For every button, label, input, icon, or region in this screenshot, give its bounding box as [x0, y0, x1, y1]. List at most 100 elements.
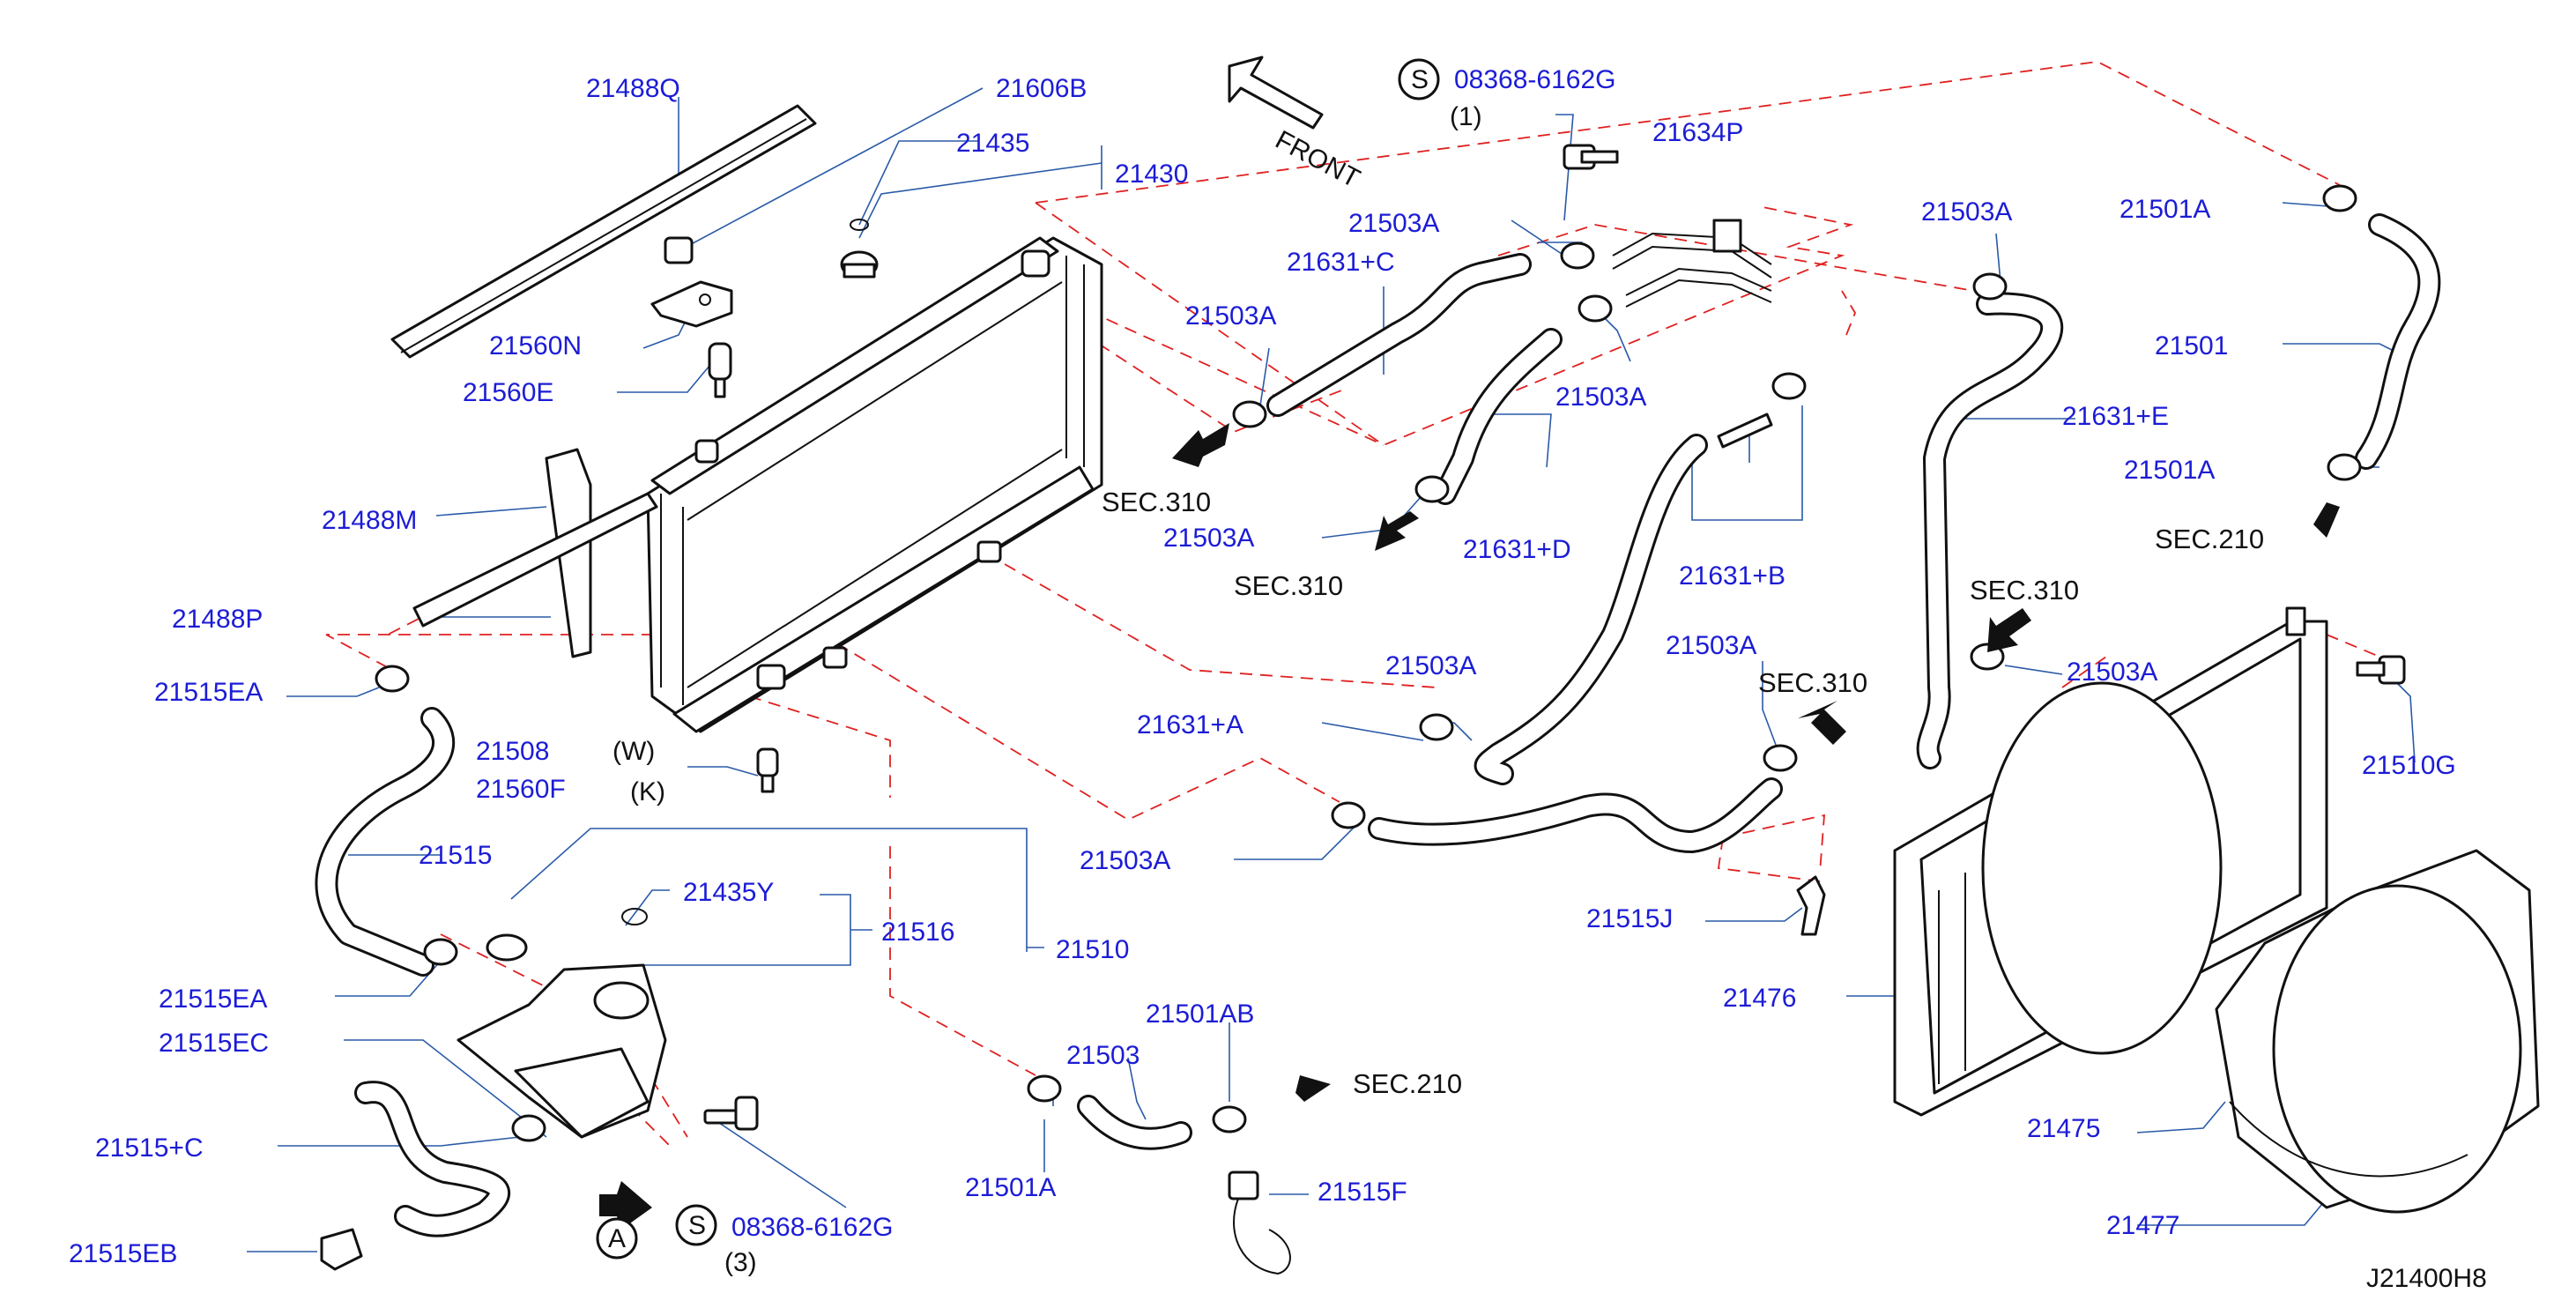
hose-21631C	[1266, 253, 1532, 417]
bracket-21560N	[650, 236, 733, 328]
label-21503A-9: 21503A	[1080, 846, 1170, 875]
label-21503A-6: 21503A	[2067, 658, 2157, 687]
qty-top: (1)	[1450, 102, 1482, 131]
seal-strip-21488Q	[390, 104, 817, 359]
clip-21515EB	[320, 1228, 363, 1271]
label-21503: 21503	[1066, 1041, 1140, 1070]
hose-21501	[2355, 213, 2441, 470]
label-21634P: 21634P	[1652, 118, 1743, 147]
qty-k: (K)	[630, 777, 665, 806]
label-21430: 21430	[1115, 160, 1188, 189]
label-21515EA-top: 21515EA	[154, 678, 263, 707]
label-21515EA-bottom: 21515EA	[159, 985, 267, 1014]
label-21560F: 21560F	[476, 775, 566, 804]
label-21515J: 21515J	[1586, 904, 1673, 933]
label-21606B: 21606B	[996, 74, 1087, 103]
front-label: FRONT	[1271, 125, 1365, 194]
label-21503A-5: 21503A	[1921, 197, 2012, 227]
hose-21631D	[1434, 328, 1563, 505]
clip-21515F	[1228, 1171, 1291, 1275]
leader-lines	[247, 87, 2416, 1252]
label-21515EB: 21515EB	[69, 1239, 177, 1268]
label-21488Q: 21488Q	[586, 74, 680, 103]
mount-rubber-21560E	[708, 342, 732, 398]
label-21631B: 21631+B	[1679, 561, 1785, 591]
label-21515: 21515	[419, 841, 492, 870]
screw-symbol-top-text: S	[1411, 65, 1429, 94]
sec210-label-a: SEC.210	[2155, 524, 2264, 554]
radiator-cap-21430	[840, 219, 879, 279]
sec310-label-d: SEC.310	[1758, 667, 1867, 698]
label-21501AB: 21501AB	[1146, 1000, 1254, 1029]
label-21503A-4: 21503A	[1163, 524, 1254, 553]
hose-21515	[315, 707, 456, 977]
label-21631E: 21631+E	[2062, 402, 2169, 431]
hose-clamps	[375, 184, 2362, 1142]
clip-21515J	[1796, 875, 1826, 936]
sec210-label-b: SEC.210	[1353, 1068, 1462, 1099]
label-21503A-8: 21503A	[1385, 651, 1476, 680]
hose-21631E	[1916, 292, 2064, 769]
label-21476: 21476	[1723, 984, 1796, 1013]
label-21503A-7: 21503A	[1666, 631, 1756, 660]
label-21515C: 21515+C	[95, 1133, 204, 1163]
dashed-guide-lines	[325, 61, 2380, 1147]
lower-seal-21488P	[412, 492, 658, 628]
sec310-label-b: SEC.310	[1234, 570, 1343, 601]
pipe-21634P	[1612, 219, 1772, 308]
label-21508: 21508	[476, 737, 549, 766]
fan-shroud-21476	[1893, 606, 2328, 1117]
label-21515EC: 21515EC	[159, 1029, 269, 1058]
label-21501A-bottom: 21501A	[965, 1173, 1056, 1202]
labels: 21488Q 21606B 21435 21430 21560N 21560E …	[69, 65, 2487, 1293]
reference-a-text: A	[608, 1224, 626, 1253]
reservoir-tank-21510	[457, 908, 667, 1139]
label-21503A-2: 21503A	[1185, 301, 1276, 331]
label-21488M: 21488M	[322, 506, 417, 535]
screw-top	[1563, 144, 1619, 170]
label-21560E: 21560E	[463, 378, 553, 407]
screw-symbol-bottom	[675, 1204, 717, 1246]
label-21501A-1: 21501A	[2119, 195, 2210, 224]
radiator-core	[646, 236, 1103, 733]
qty-w: (W)	[612, 737, 655, 766]
label-21435Y: 21435Y	[683, 878, 774, 907]
label-21631D: 21631+D	[1463, 535, 1571, 564]
label-21560N: 21560N	[489, 331, 582, 360]
label-21488P: 21488P	[172, 605, 263, 634]
label-21477: 21477	[2106, 1211, 2179, 1240]
label-21503A-1: 21503A	[1348, 209, 1439, 238]
hose-21515C	[354, 1081, 510, 1237]
label-21515F: 21515F	[1318, 1178, 1407, 1207]
label-08368-top: 08368-6162G	[1454, 65, 1616, 94]
label-21631C: 21631+C	[1287, 248, 1395, 277]
sec310-label-a: SEC.310	[1102, 487, 1211, 517]
label-21501A-2: 21501A	[2124, 456, 2215, 485]
label-21435: 21435	[956, 129, 1029, 158]
label-21501: 21501	[2155, 331, 2228, 360]
label-21631A: 21631+A	[1137, 710, 1243, 739]
hose-upper-long	[1474, 434, 1708, 785]
reference-a-circle	[596, 1217, 638, 1260]
hose-21503	[1077, 1095, 1192, 1150]
label-21510G: 21510G	[2362, 751, 2456, 780]
label-21510: 21510	[1056, 935, 1129, 964]
screw-bottom	[703, 1096, 759, 1131]
label-21516: 21516	[881, 918, 954, 947]
hose-21631A	[1368, 777, 1783, 853]
screw-symbol-top	[1398, 58, 1440, 100]
pipe-21631B	[1717, 412, 1773, 449]
qty-bottom: (3)	[724, 1248, 757, 1277]
label-21503A-3: 21503A	[1555, 383, 1646, 412]
drain-cock-21508	[756, 747, 779, 793]
direction-arrows	[599, 423, 2340, 1230]
front-arrow-icon	[1228, 56, 1324, 130]
diagram-code: J21400H8	[2366, 1264, 2487, 1293]
bolt-21510G	[2356, 655, 2406, 685]
label-08368-bottom: 08368-6162G	[731, 1213, 894, 1242]
screw-symbol-bottom-text: S	[688, 1211, 706, 1240]
sec310-label-c: SEC.310	[1970, 575, 2079, 606]
label-21475: 21475	[2027, 1114, 2100, 1143]
lower-shroud-21475	[2215, 849, 2540, 1214]
